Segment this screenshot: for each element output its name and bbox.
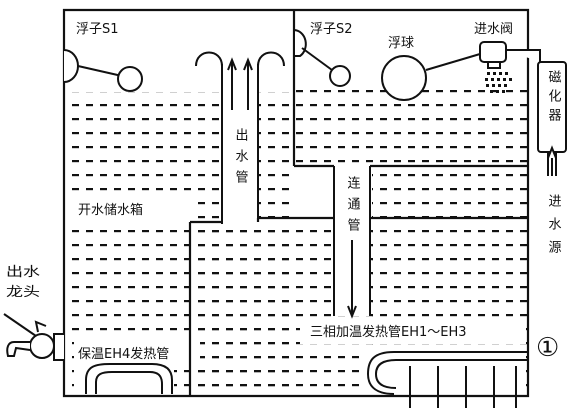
connecting-pipe [333,166,371,319]
label-tap-2: 龙头 [6,285,40,300]
tank-walls [62,8,530,398]
label-float-ball: 浮球 [388,36,414,51]
heater-eh4-icon [85,363,173,394]
label-outlet-pipe: 出水管 [233,128,249,191]
outlet-pipe [195,51,285,224]
label-water-source: 进水源 [546,194,562,263]
label-inlet-valve: 进水阀 [474,22,513,37]
knockouts [70,58,526,394]
spray-icon [485,72,512,93]
label-float-s1: 浮子S1 [76,22,119,37]
magnetizer-icon [537,61,567,176]
label-float-s2: 浮子S2 [310,22,353,37]
label-heating-tubes: 三相加温发热管EH1～EH3 [310,324,467,340]
float-s1-icon [63,49,143,92]
label-magnetizer: 磁化器 [546,70,562,127]
label-tap: 出水 [6,265,40,280]
label-insulation-heater: 保温EH4发热管 [78,346,169,362]
label-figure-number: ① [536,333,559,363]
float-s2-icon [293,28,351,87]
label-connecting-pipe: 连通管 [345,175,361,239]
valve-icon [479,41,541,69]
heater-eh1-eh3-icon [366,351,528,408]
float-ball-icon [381,53,481,101]
labels: 浮子S1 浮子S2 浮球 进水阀 出水管 连通管 磁化器 进水源 开水储水箱 出… [6,22,561,363]
tap-icon [3,313,64,361]
label-storage-tank: 开水储水箱 [78,202,143,218]
